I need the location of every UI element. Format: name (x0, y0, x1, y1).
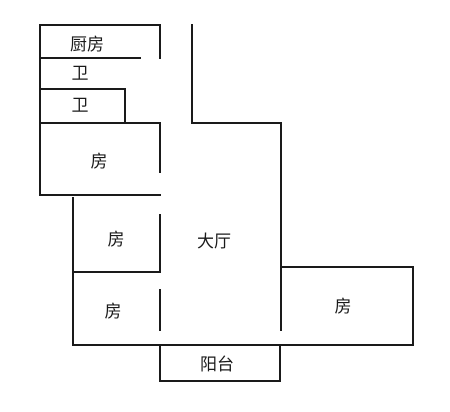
label-bathroom-2: 卫 (72, 96, 89, 116)
room-labels: 厨房 卫 卫 房 房 房 大厅 房 阳台 (70, 35, 352, 375)
label-kitchen: 厨房 (70, 35, 104, 55)
label-bathroom-1: 卫 (72, 64, 89, 84)
label-bedroom-top: 房 (91, 152, 108, 172)
label-balcony: 阳台 (200, 355, 234, 375)
label-bedroom-low: 房 (105, 302, 122, 322)
label-bedroom-right: 房 (335, 297, 352, 317)
label-living-room: 大厅 (197, 232, 231, 252)
label-bedroom-mid: 房 (108, 230, 125, 250)
walls (39, 24, 414, 382)
